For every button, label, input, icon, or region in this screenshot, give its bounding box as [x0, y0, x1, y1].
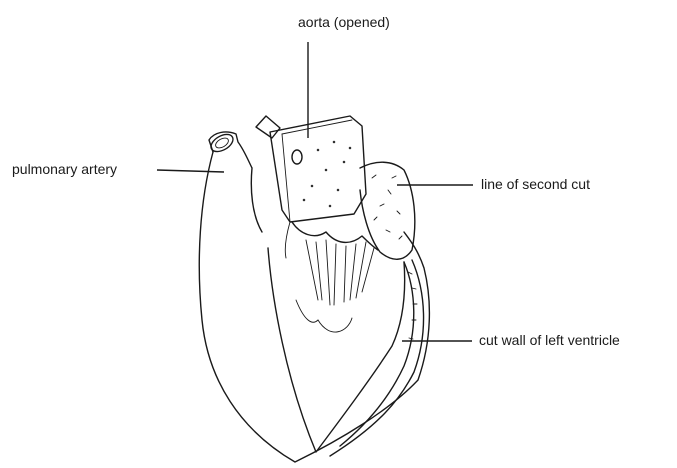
aorta-opened: [270, 116, 366, 222]
cut-wall-label: cut wall of left ventricle: [479, 332, 620, 348]
aorta-inner-edge: [282, 134, 290, 222]
aorta-texture: [303, 141, 351, 207]
vessel-stub: [256, 116, 280, 138]
papillary-muscle: [296, 300, 352, 332]
aorta-label: aorta (opened): [298, 14, 390, 30]
valve-edge: [285, 222, 290, 258]
coronary-opening: [292, 150, 302, 164]
second-cut-label: line of second cut: [481, 176, 590, 192]
pulmonary-artery-label: pulmonary artery: [12, 161, 117, 177]
left-ventricle-cavity: [268, 248, 405, 452]
heart-outline: [199, 152, 429, 462]
pulmonary-artery-leader-line: [157, 170, 224, 172]
chordae-tendineae: [306, 240, 374, 305]
left-atrium: [360, 162, 415, 259]
